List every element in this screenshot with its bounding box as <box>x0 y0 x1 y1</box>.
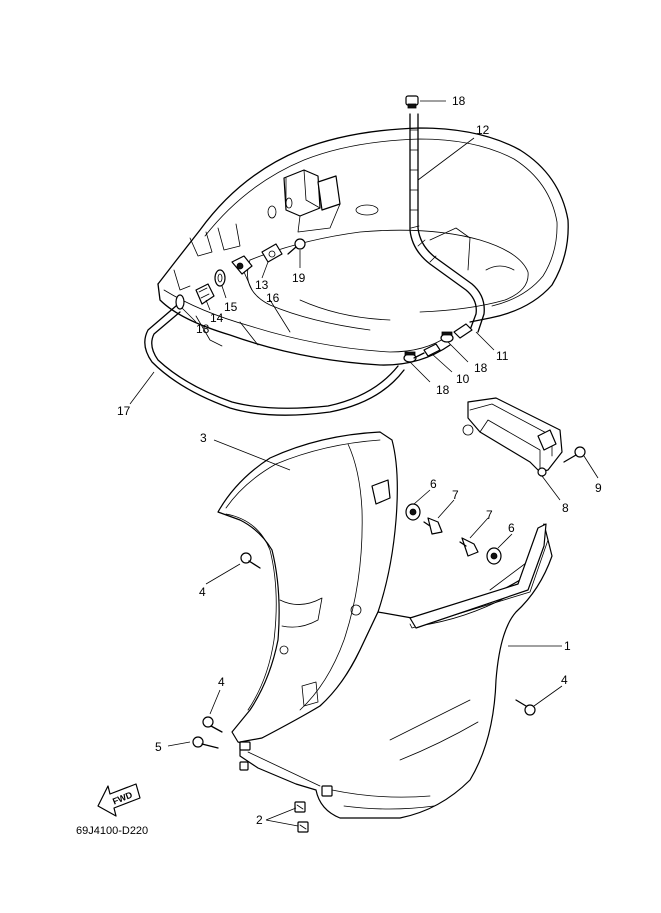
callout-2: 2 <box>256 813 263 827</box>
bottom-cowling-tray <box>157 127 569 366</box>
callout-13: 13 <box>255 278 269 292</box>
clip-2-upper <box>294 801 306 813</box>
hose-11 <box>453 323 473 339</box>
lower-cowling-1 <box>239 523 553 819</box>
callout-18-top: 18 <box>452 94 466 108</box>
callout-15: 15 <box>224 300 238 314</box>
diagram-code: 69J4100-D220 <box>76 825 148 837</box>
washer-15 <box>214 269 226 287</box>
callout-1: 1 <box>564 639 571 653</box>
bolt-5 <box>192 736 219 749</box>
fwd-arrow: FWD <box>97 783 141 817</box>
callout-18-right: 18 <box>474 361 488 375</box>
callout-7-upper: 7 <box>452 488 459 502</box>
leader-lines <box>129 100 599 827</box>
callout-7-lower: 7 <box>486 508 493 522</box>
grommet-6-lower <box>486 547 502 565</box>
callout-9: 9 <box>595 481 602 495</box>
hose-17 <box>144 305 405 416</box>
callout-19: 19 <box>292 271 306 285</box>
bolt-9 <box>563 446 586 463</box>
bracket-8 <box>462 397 563 477</box>
callout-6-lower: 6 <box>508 521 515 535</box>
callout-6-upper: 6 <box>430 477 437 491</box>
callout-4-right: 4 <box>561 673 568 687</box>
bolt-4-upper <box>240 552 261 569</box>
callout-16: 16 <box>266 291 280 305</box>
bolt-4-right <box>515 699 536 716</box>
callout-18-left: 18 <box>196 322 210 336</box>
callout-4-upper: 4 <box>199 585 206 599</box>
grommet-16 <box>231 255 253 275</box>
clip-2-lower <box>297 821 309 833</box>
callout-numbers: 18 12 19 13 16 15 14 18 11 18 10 18 17 3… <box>117 94 602 827</box>
clip-18-left <box>175 294 185 310</box>
joint-10 <box>413 343 441 359</box>
callout-10: 10 <box>456 372 470 386</box>
bolt-4-mid <box>202 716 223 733</box>
callout-11: 11 <box>496 349 509 363</box>
callout-12: 12 <box>476 123 490 137</box>
callout-17: 17 <box>117 404 131 418</box>
callout-3: 3 <box>200 431 207 445</box>
callout-4-mid: 4 <box>218 675 225 689</box>
grommet-14 <box>195 283 215 305</box>
callout-8: 8 <box>562 501 569 515</box>
callout-18-lower: 18 <box>436 383 450 397</box>
clip-18-right-upper <box>440 331 454 343</box>
fitting-13 <box>261 243 283 263</box>
clip-18-top <box>405 95 419 109</box>
callout-14: 14 <box>210 311 224 325</box>
collar-7-lower <box>459 537 479 557</box>
bolt-19 <box>287 238 306 255</box>
hose-12 <box>409 113 485 333</box>
clip-18-right-lower <box>403 351 417 363</box>
collar-7-upper <box>423 517 443 535</box>
grommet-6-upper <box>405 503 421 521</box>
callout-5: 5 <box>155 740 162 754</box>
